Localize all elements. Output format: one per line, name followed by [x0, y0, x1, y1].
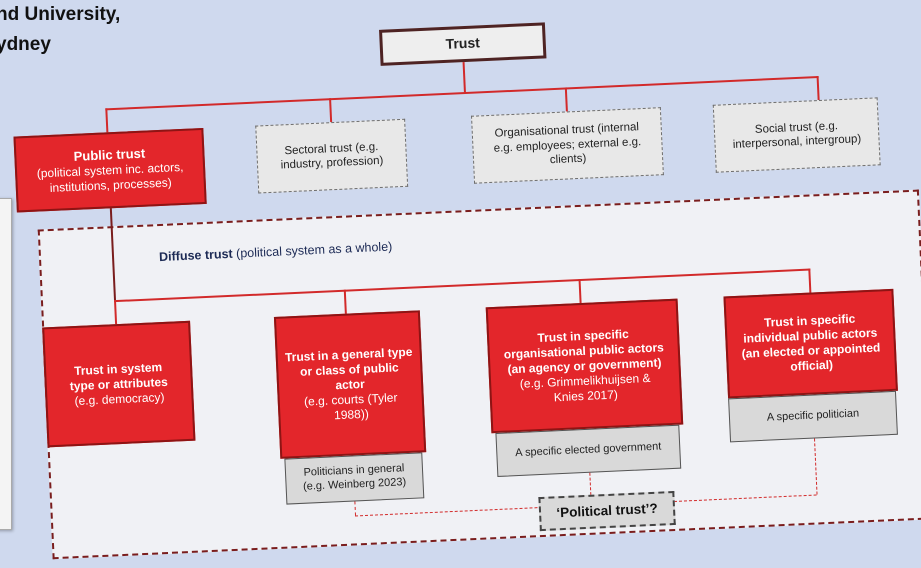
sectoral-trust-label: Sectoral trust (e.g. industry, professio…: [280, 140, 384, 172]
social-trust-label: Social trust (e.g. interpersonal, interg…: [732, 119, 862, 151]
organisational-trust-label: Organisational trust (internal e.g. empl…: [493, 121, 642, 167]
system-type-sub: (e.g. democracy): [74, 389, 165, 408]
specific-government-label: A specific elected government: [515, 440, 662, 460]
trust-root-box: Trust: [379, 22, 547, 66]
politicians-general-label: Politicians in general (e.g. Weinberg 20…: [302, 462, 407, 493]
politicians-general-box: Politicians in general (e.g. Weinberg 20…: [284, 452, 425, 505]
specific-politician-box: A specific politician: [728, 390, 898, 443]
specific-politician-label: A specific politician: [766, 407, 860, 424]
side-card: [0, 198, 12, 530]
general-type-sub: (e.g. courts (Tyler 1988)): [303, 389, 398, 422]
social-trust-box: Social trust (e.g. interpersonal, interg…: [712, 97, 881, 173]
organisational-actors-box: Trust in specific organisational public …: [485, 298, 684, 434]
sectoral-trust-box: Sectoral trust (e.g. industry, professio…: [255, 118, 409, 194]
political-trust-label: ‘Political trust’?: [556, 500, 658, 520]
connector: [564, 87, 568, 112]
connector: [329, 98, 333, 123]
organisational-actors-sub: (e.g. Grimmelikhuijsen & Knies 2017): [519, 370, 651, 404]
political-trust-box: ‘Political trust’?: [538, 490, 676, 532]
connector: [462, 62, 466, 93]
general-type-box: Trust in a general type or class of publ…: [273, 310, 427, 459]
header-line-2: ydney: [0, 34, 51, 55]
connector: [816, 75, 820, 101]
specific-government-box: A specific elected government: [495, 424, 682, 477]
general-type-title: Trust in a general type or class of publ…: [284, 344, 413, 392]
trust-root-label: Trust: [445, 34, 481, 53]
system-type-title: Trust in system type or attributes: [69, 359, 169, 393]
header-line-1: nd University,: [0, 4, 121, 25]
individual-actors-box: Trust in specific individual public acto…: [723, 288, 898, 399]
organisational-trust-box: Organisational trust (internal e.g. empl…: [471, 107, 664, 184]
individual-actors-title: Trust in specific individual public acto…: [741, 311, 881, 374]
connector: [105, 108, 109, 133]
system-type-box: Trust in system type or attributes (e.g.…: [42, 320, 196, 448]
connector: [105, 75, 819, 111]
public-trust-sub: (political system inc. actors, instituti…: [36, 160, 184, 196]
organisational-actors-title: Trust in specific organisational public …: [503, 326, 665, 376]
public-trust-box: Public trust (political system inc. acto…: [13, 127, 207, 213]
